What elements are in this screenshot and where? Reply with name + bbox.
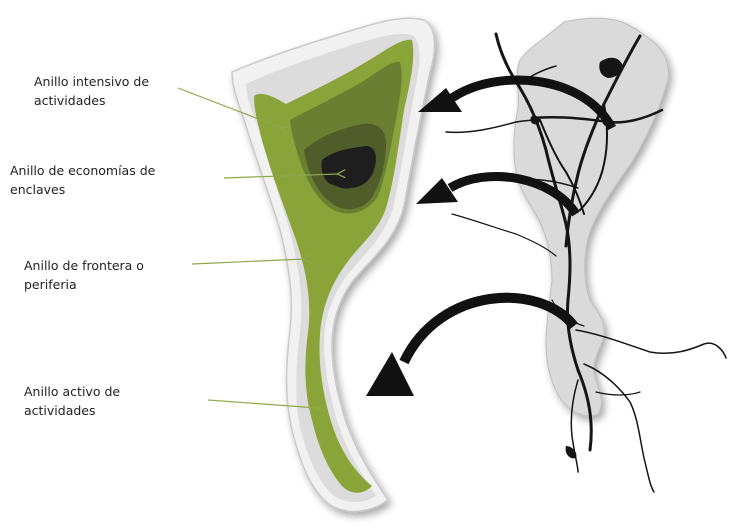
label-enclaves-line1: Anillo de economías de xyxy=(10,161,155,180)
label-frontier-line2: periferia xyxy=(24,275,144,294)
label-enclaves-ring: Anillo de economías de enclaves xyxy=(10,161,155,199)
label-intensive-ring: Anillo intensivo de actividades xyxy=(34,72,149,110)
label-intensive-line1: Anillo intensivo de xyxy=(34,72,149,91)
label-enclaves-line2: enclaves xyxy=(10,180,155,199)
label-frontier-ring: Anillo de frontera o periferia xyxy=(24,256,144,294)
label-frontier-line1: Anillo de frontera o xyxy=(24,256,144,275)
urban-spot-3 xyxy=(566,446,577,458)
label-active-line1: Anillo activo de xyxy=(24,382,120,401)
label-active-line2: actividades xyxy=(24,401,120,420)
label-intensive-line2: actividades xyxy=(34,91,149,110)
regional-map xyxy=(446,18,726,492)
label-active-ring: Anillo activo de actividades xyxy=(24,382,120,420)
arrow-active xyxy=(366,298,574,396)
